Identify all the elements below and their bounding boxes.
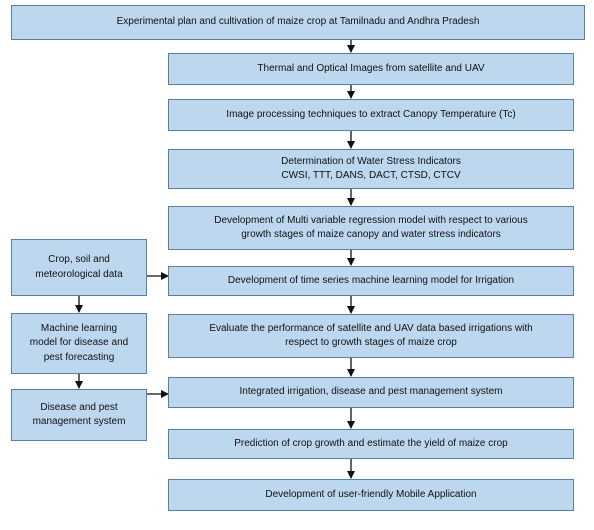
step-7-text-line-2: respect to growth stages of maize crop	[285, 337, 457, 348]
step-evaluate-performance: Evaluate the performance of satellite an…	[168, 314, 574, 358]
step-4-text-line-1: Determination of Water Stress Indicators	[281, 155, 461, 167]
step-experimental-plan: Experimental plan and cultivation of mai…	[11, 5, 585, 40]
step-8-text: Integrated irrigation, disease and pest …	[239, 386, 503, 398]
step-time-series-ml-model: Development of time series machine learn…	[168, 266, 574, 296]
step-integrated-management-system: Integrated irrigation, disease and pest …	[168, 377, 574, 408]
step-7-text-line-1: Evaluate the performance of satellite an…	[209, 322, 533, 334]
step-3-text: Image processing techniques to extract C…	[226, 108, 516, 120]
step-9-text: Prediction of crop growth and estimate t…	[234, 437, 508, 449]
disease-pest-management-system: Disease and pest management system	[11, 389, 147, 441]
step-5-text-line-2: growth stages of maize canopy and water …	[241, 229, 501, 240]
step-2-text: Thermal and Optical Images from satellit…	[257, 62, 485, 74]
step-4-text-line-2: CWSI, TTT, DANS, DACT, CTSD, CTCV	[281, 170, 461, 181]
input-crop-soil-meteorological-data: Crop, soil and meteorological data	[11, 239, 147, 296]
side-1-text-line-1: Crop, soil and	[48, 254, 110, 265]
side-2-text-line-3: pest forecasting	[43, 351, 115, 363]
ml-disease-pest-forecasting: Machine learning model for disease and p…	[11, 313, 147, 374]
side-2-text-line-2: model for disease and	[29, 337, 129, 349]
step-5-text-line-1: Development of Multi variable regression…	[214, 214, 528, 226]
step-6-text: Development of time series machine learn…	[227, 274, 515, 286]
step-1-text: Experimental plan and cultivation of mai…	[116, 16, 480, 28]
step-crop-growth-prediction: Prediction of crop growth and estimate t…	[168, 429, 574, 459]
side-2-text-line-1: Machine learning	[40, 322, 118, 334]
step-regression-model: Development of Multi variable regression…	[168, 206, 574, 250]
step-water-stress-indicators: Determination of Water Stress Indicators…	[168, 149, 574, 189]
step-thermal-optical-images: Thermal and Optical Images from satellit…	[168, 53, 574, 85]
step-image-processing: Image processing techniques to extract C…	[168, 99, 574, 131]
step-mobile-application: Development of user-friendly Mobile Appl…	[168, 479, 574, 511]
side-1-text-line-2: meteorological data	[35, 268, 123, 280]
step-10-text: Development of user-friendly Mobile Appl…	[265, 488, 477, 500]
side-3-text-line-2: management system	[32, 416, 126, 427]
side-3-text-line-1: Disease and pest	[40, 401, 118, 413]
